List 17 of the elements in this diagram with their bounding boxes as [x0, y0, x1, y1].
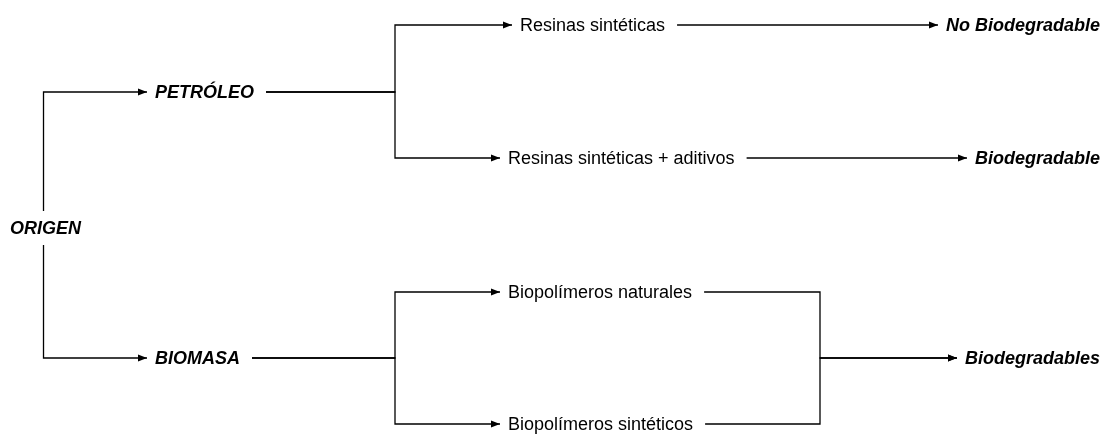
- arrow: [251, 357, 501, 428]
- source-label: BIOMASA: [155, 347, 240, 369]
- arrow: [745, 154, 968, 162]
- origin-label: ORIGEN: [10, 217, 81, 239]
- arrow: [42, 88, 148, 212]
- result-label: Biodegradables: [964, 347, 1100, 369]
- result-label: Biodegradable: [974, 147, 1100, 169]
- arrow: [704, 354, 958, 425]
- source-label: PETRÓLEO: [155, 81, 254, 103]
- arrow: [676, 21, 939, 29]
- material-label: Resinas sintéticas: [520, 14, 666, 36]
- arrow: [42, 244, 148, 362]
- material-label: Biopolímeros sintéticos: [508, 413, 694, 435]
- arrow: [265, 91, 501, 162]
- material-label: Biopolímeros naturales: [508, 281, 693, 303]
- material-label: Resinas sintéticas + aditivos: [508, 147, 735, 169]
- result-label: No Biodegradable: [945, 14, 1100, 36]
